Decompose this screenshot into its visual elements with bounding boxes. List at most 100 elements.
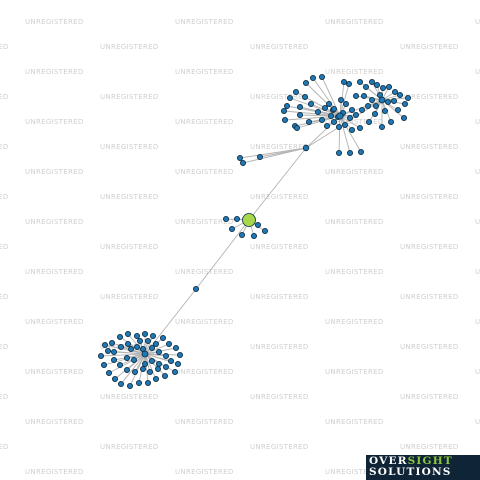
watermark-text: UNREGISTERED xyxy=(325,68,384,76)
graph-node xyxy=(373,82,380,89)
graph-edge xyxy=(339,115,351,154)
graph-node xyxy=(133,332,140,339)
watermark-text: UNREGISTERED xyxy=(0,343,9,351)
graph-node xyxy=(152,375,159,382)
graph-node xyxy=(378,124,385,131)
graph-edge xyxy=(144,353,149,384)
watermark-text: UNREGISTERED xyxy=(400,143,459,151)
watermark-text: UNREGISTERED xyxy=(25,68,84,76)
watermark-text: UNREGISTERED xyxy=(250,293,309,301)
graph-node xyxy=(174,360,181,367)
graph-edge xyxy=(100,353,146,357)
watermark-text: UNREGISTERED xyxy=(25,468,84,476)
watermark-text: UNREGISTERED xyxy=(325,418,384,426)
graph-node xyxy=(330,119,337,126)
graph-node xyxy=(365,119,372,126)
graph-node xyxy=(309,75,316,82)
graph-edge xyxy=(339,115,362,153)
watermark-text: UNREGISTERED xyxy=(0,293,9,301)
watermark-text: UNREGISTERED xyxy=(25,368,84,376)
watermark-text: UNREGISTERED xyxy=(0,393,9,401)
graph-edge xyxy=(144,353,172,362)
graph-edge xyxy=(144,353,167,357)
graph-node xyxy=(325,101,332,108)
graph-edge xyxy=(144,353,157,380)
graph-node xyxy=(139,365,146,372)
graph-edge xyxy=(355,95,383,101)
watermark-text: UNREGISTERED xyxy=(250,143,309,151)
watermark-text: UNREGISTERED xyxy=(25,218,84,226)
watermark-text: UNREGISTERED xyxy=(175,68,234,76)
graph-node xyxy=(117,333,124,340)
graph-edge xyxy=(134,353,146,373)
graph-node xyxy=(321,105,328,112)
graph-node xyxy=(148,357,155,364)
watermark-text: UNREGISTERED xyxy=(475,18,480,26)
graph-node xyxy=(358,107,365,114)
watermark-text: UNREGISTERED xyxy=(400,393,459,401)
graph-node xyxy=(127,345,134,352)
graph-node xyxy=(318,74,325,81)
graph-node xyxy=(390,98,397,105)
graph-node xyxy=(400,115,407,122)
graph-node xyxy=(296,104,303,111)
graph-node xyxy=(362,84,369,91)
graph-node xyxy=(167,357,174,364)
graph-node xyxy=(337,97,344,104)
graph-node xyxy=(256,153,263,160)
watermark-text: UNREGISTERED xyxy=(325,118,384,126)
graph-node xyxy=(348,107,355,114)
graph-node xyxy=(391,89,398,96)
graph-node xyxy=(124,354,131,361)
graph-node xyxy=(105,347,112,354)
graph-node xyxy=(131,368,138,375)
watermark-text: UNREGISTERED xyxy=(250,193,309,201)
watermark-text: UNREGISTERED xyxy=(100,243,159,251)
watermark-text: UNREGISTERED xyxy=(250,393,309,401)
graph-node xyxy=(396,92,403,99)
graph-node xyxy=(233,215,240,222)
graph-node xyxy=(171,368,178,375)
graph-node xyxy=(135,379,142,386)
watermark-text: UNREGISTERED xyxy=(325,468,384,476)
graph-node xyxy=(345,81,352,88)
graph-node xyxy=(371,111,378,118)
graph-node xyxy=(357,148,364,155)
watermark-text: UNREGISTERED xyxy=(175,368,234,376)
watermark-text: UNREGISTERED xyxy=(100,193,159,201)
graph-node xyxy=(356,125,363,132)
graph-edge xyxy=(248,147,307,221)
graph-node xyxy=(379,85,386,92)
watermark-text: UNREGISTERED xyxy=(175,318,234,326)
watermark-text: UNREGISTERED xyxy=(325,18,384,26)
graph-node xyxy=(307,101,314,108)
watermark-text: UNREGISTERED xyxy=(400,243,459,251)
graph-edge xyxy=(144,343,170,355)
graph-node xyxy=(296,112,303,119)
logo-line-2: SOLUTIONS xyxy=(369,466,452,478)
graph-node xyxy=(404,95,411,102)
watermark-text: UNREGISTERED xyxy=(475,368,480,376)
watermark-text: UNREGISTERED xyxy=(475,118,480,126)
watermark-text: UNREGISTERED xyxy=(100,143,159,151)
graph-node xyxy=(323,123,330,130)
graph-node xyxy=(111,348,118,355)
graph-node xyxy=(136,337,143,344)
watermark-text: UNREGISTERED xyxy=(175,118,234,126)
graph-node xyxy=(141,330,148,337)
watermark-text: UNREGISTERED xyxy=(475,168,480,176)
graph-node xyxy=(250,232,257,239)
graph-node xyxy=(192,285,199,292)
watermark-text: UNREGISTERED xyxy=(175,418,234,426)
watermark-text: UNREGISTERED xyxy=(250,43,309,51)
watermark-text: UNREGISTERED xyxy=(175,168,234,176)
watermark-text: UNREGISTERED xyxy=(175,18,234,26)
graph-node xyxy=(342,101,349,108)
graph-node xyxy=(133,343,140,350)
graph-node xyxy=(335,149,342,156)
watermark-text: UNREGISTERED xyxy=(400,443,459,451)
graph-node xyxy=(155,348,162,355)
graph-node xyxy=(346,115,353,122)
